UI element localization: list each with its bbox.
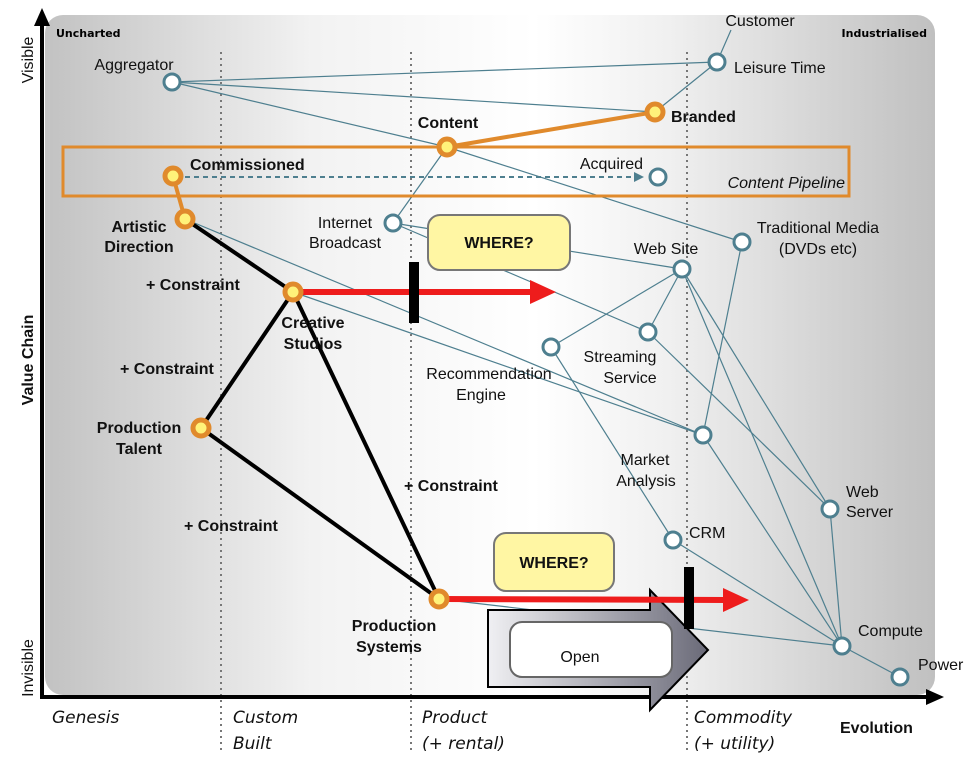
y-axis-label: Value Chain bbox=[20, 315, 37, 406]
constraint-edges bbox=[183, 217, 441, 601]
node-production-systems[interactable] bbox=[428, 588, 450, 610]
node-internet-broadcast[interactable] bbox=[383, 213, 403, 233]
label-branded: Branded bbox=[671, 109, 736, 126]
node-power[interactable] bbox=[890, 667, 910, 687]
label-talent-2: Talent bbox=[116, 441, 163, 458]
label-creative-2: Studios bbox=[284, 336, 343, 353]
label-crm: CRM bbox=[689, 525, 725, 542]
y-axis-bottom-label: Invisible bbox=[20, 639, 37, 697]
node-web-server[interactable] bbox=[820, 499, 840, 519]
constraint-label-1: + Constraint bbox=[146, 277, 240, 294]
open-label: Open bbox=[560, 649, 599, 666]
open-box bbox=[509, 621, 673, 678]
nodes bbox=[162, 52, 910, 687]
where-box-1 bbox=[427, 214, 571, 271]
node-production-talent[interactable] bbox=[190, 417, 212, 439]
node-recommendation-engine[interactable] bbox=[541, 337, 561, 357]
where-label-1: WHERE? bbox=[464, 235, 533, 252]
content-branded-link bbox=[446, 110, 656, 149]
label-acquired: Acquired bbox=[580, 156, 643, 173]
uncharted-label: Uncharted bbox=[56, 27, 121, 40]
node-market-analysis[interactable] bbox=[693, 425, 713, 445]
label-artistic-2: Direction bbox=[104, 239, 173, 256]
label-commissioned: Commissioned bbox=[190, 157, 305, 174]
label-systems-1: Production bbox=[352, 618, 436, 635]
label-web-site: Web Site bbox=[634, 241, 699, 258]
creative-arrowhead bbox=[530, 280, 556, 304]
stage-genesis: Genesis bbox=[52, 708, 119, 728]
node-content[interactable] bbox=[436, 136, 458, 158]
where-label-2: WHERE? bbox=[519, 555, 588, 572]
x-axis-label: Evolution bbox=[840, 720, 913, 737]
label-internet-1: Internet bbox=[318, 215, 373, 232]
constraint-label-2: + Constraint bbox=[120, 361, 214, 378]
stage-commodity-2: (+ utility) bbox=[694, 734, 775, 754]
industrialised-label: Industrialised bbox=[842, 27, 927, 40]
systems-evolution-arrow bbox=[438, 596, 727, 603]
label-streaming-1: Streaming bbox=[584, 349, 657, 366]
node-commissioned[interactable] bbox=[162, 165, 184, 187]
label-leisure-time: Leisure Time bbox=[734, 60, 826, 77]
label-customer: Customer bbox=[725, 13, 795, 30]
node-web-site[interactable] bbox=[672, 259, 692, 279]
node-leisure-time[interactable] bbox=[707, 52, 727, 72]
node-labels: Customer Leisure Time Aggregator Branded… bbox=[94, 13, 964, 674]
node-acquired[interactable] bbox=[648, 167, 668, 187]
label-traditional-2: (DVDs etc) bbox=[779, 241, 857, 258]
inertia-bar-2 bbox=[684, 567, 694, 629]
label-traditional-1: Traditional Media bbox=[757, 220, 879, 237]
node-crm[interactable] bbox=[663, 530, 683, 550]
label-aggregator: Aggregator bbox=[94, 57, 174, 74]
acquired-arrowhead bbox=[634, 172, 644, 182]
node-compute[interactable] bbox=[832, 636, 852, 656]
constraint-label-3: + Constraint bbox=[404, 478, 498, 495]
map-background bbox=[45, 15, 935, 695]
stage-commodity: Commodity bbox=[694, 708, 793, 728]
y-axis-top-label: Visible bbox=[20, 36, 37, 83]
node-creative-studios[interactable] bbox=[282, 281, 304, 303]
label-power: Power bbox=[918, 657, 964, 674]
label-webserver-1: Web bbox=[846, 484, 879, 501]
content-pipeline-label: Content Pipeline bbox=[728, 175, 846, 192]
stage-custom: Custom bbox=[233, 708, 298, 728]
label-internet-2: Broadcast bbox=[309, 235, 382, 252]
label-content: Content bbox=[418, 115, 479, 132]
label-artistic-1: Artistic bbox=[111, 219, 166, 236]
label-systems-2: Systems bbox=[356, 639, 422, 656]
axes bbox=[34, 8, 944, 705]
node-traditional-media[interactable] bbox=[732, 232, 752, 252]
stage-product: Product bbox=[422, 708, 489, 728]
label-webserver-2: Server bbox=[846, 504, 894, 521]
label-market-2: Analysis bbox=[616, 473, 676, 490]
inertia-bar-1 bbox=[409, 262, 419, 323]
label-streaming-2: Service bbox=[603, 370, 656, 387]
constraint-label-4: + Constraint bbox=[184, 518, 278, 535]
where-box-2 bbox=[493, 532, 615, 592]
label-recommendation-2: Engine bbox=[456, 387, 506, 404]
label-compute: Compute bbox=[858, 623, 923, 640]
node-aggregator[interactable] bbox=[162, 72, 182, 92]
node-branded[interactable] bbox=[644, 101, 666, 123]
node-streaming-service[interactable] bbox=[638, 322, 658, 342]
stage-product-2: (+ rental) bbox=[422, 734, 505, 754]
systems-arrowhead bbox=[723, 588, 749, 612]
label-talent-1: Production bbox=[97, 420, 181, 437]
node-artistic-direction[interactable] bbox=[174, 208, 196, 230]
label-creative-1: Creative bbox=[281, 315, 344, 332]
label-recommendation-1: Recommendation bbox=[426, 366, 551, 383]
label-market-1: Market bbox=[621, 452, 670, 469]
stage-custom-2: Built bbox=[233, 734, 273, 754]
